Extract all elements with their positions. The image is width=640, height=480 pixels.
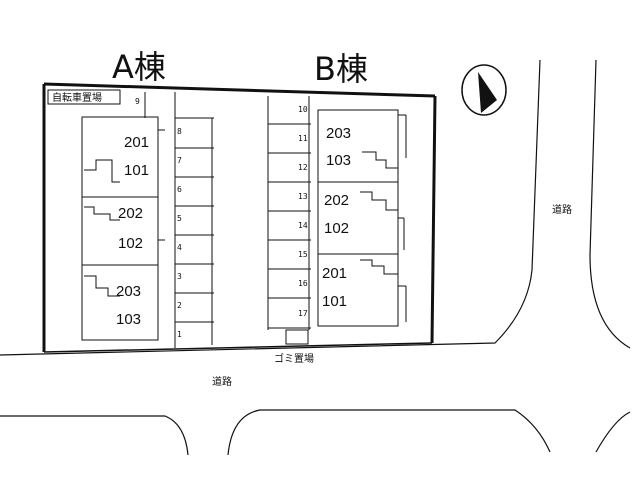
a-unit-103: 103 [116,311,141,328]
b-unit-202: 202 [324,192,349,209]
stall-a-8: 8 [177,127,182,136]
building-a-title: A棟 [112,48,166,86]
parking-a [144,92,214,348]
b-unit-103: 103 [326,152,351,169]
stall-a-5: 5 [177,214,182,223]
parking-a-numbers: 9 8 7 6 5 4 3 2 1 [135,97,182,339]
parking-b [267,96,311,330]
b-unit-101: 101 [322,293,347,310]
stall-b-15: 15 [298,250,308,259]
a-unit-202: 202 [118,205,143,222]
b-unit-203: 203 [326,125,351,142]
stall-b-11: 11 [298,134,308,143]
road-right-label: 道路 [552,203,572,216]
bicycle-parking-label: 自転車置場 [52,91,102,104]
stall-a-4: 4 [177,243,182,252]
bicycle-parking-box [47,89,121,105]
garbage-area-label: ゴミ置場 [274,352,314,365]
b-unit-201: 201 [322,265,347,282]
roads [0,59,631,456]
stall-b-10: 10 [298,105,308,114]
building-b [317,109,407,327]
a-unit-201: 201 [124,134,149,151]
stall-b-13: 13 [298,192,308,201]
north-arrow-icon [461,64,507,116]
stall-b-17: 17 [298,309,308,318]
stall-a-9: 9 [135,97,140,106]
parking-b-numbers: 10 11 12 13 14 15 16 17 [298,105,308,318]
a-unit-101: 101 [124,162,149,179]
building-a [81,116,165,341]
stall-b-16: 16 [298,279,308,288]
a-unit-102: 102 [118,235,143,252]
stall-a-1: 1 [177,330,182,339]
stall-b-14: 14 [298,221,308,230]
stall-a-7: 7 [177,156,182,165]
building-b-title: B棟 [314,50,368,88]
stall-a-3: 3 [177,272,182,281]
b-unit-102: 102 [324,220,349,237]
stall-a-2: 2 [177,301,182,310]
stall-a-6: 6 [177,185,182,194]
garbage-box [285,329,309,345]
stall-b-12: 12 [298,163,308,172]
a-unit-203: 203 [116,283,141,300]
road-bottom-label: 道路 [212,375,232,388]
lot-boundary [42,82,437,353]
